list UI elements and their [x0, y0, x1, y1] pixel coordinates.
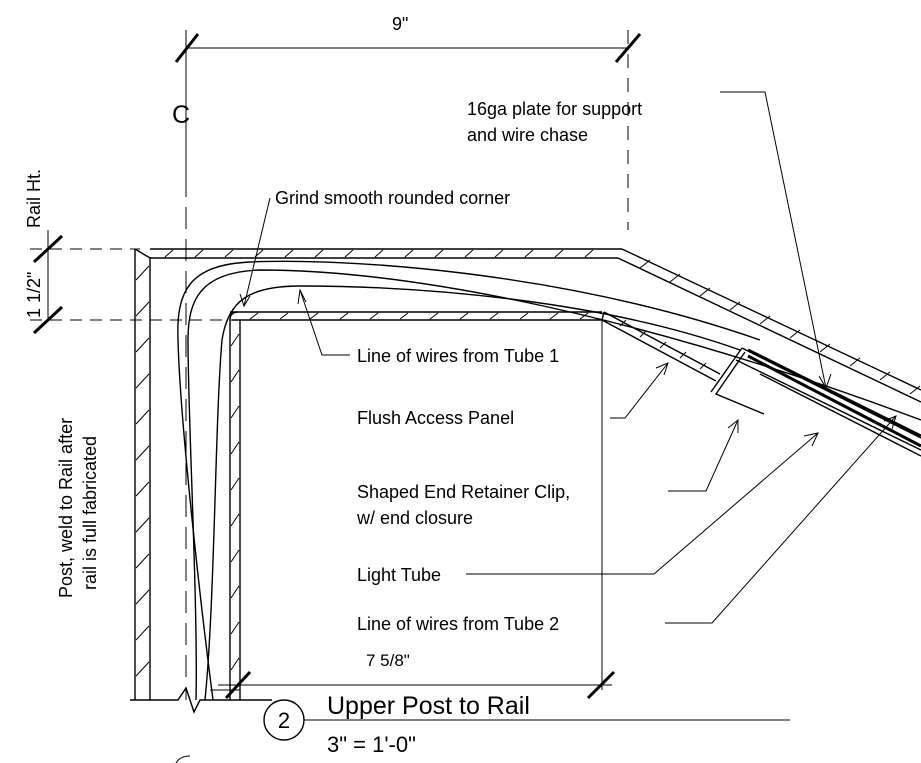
dimension-rail-height: Rail Ht. 1 1/2"	[24, 169, 232, 335]
callout-light-tube: Light Tube	[357, 565, 441, 585]
callout-wires-tube2: Line of wires from Tube 2	[357, 614, 559, 634]
detail-scale: 3" = 1'-0"	[327, 732, 416, 757]
callout-access-panel: Flush Access Panel	[357, 408, 514, 428]
centerline-symbol: C	[172, 101, 190, 129]
rail-ht-label: Rail Ht.	[24, 169, 44, 228]
detail-title: Upper Post to Rail	[327, 692, 530, 720]
dim-bottom-label: 7 5/8"	[366, 651, 410, 670]
post	[130, 248, 272, 714]
callout-wires-tube1: Line of wires from Tube 1	[357, 346, 559, 366]
wires	[177, 260, 921, 701]
light-tube	[747, 354, 921, 457]
callout-plate-line2: and wire chase	[467, 125, 588, 145]
callout-clip-line1: Shaped End Retainer Clip,	[357, 482, 570, 502]
side-dim-label: 1 1/2"	[24, 272, 44, 318]
callout-clip-line2: w/ end closure	[356, 508, 473, 528]
callout-post-line1: Post, weld to Rail after	[56, 418, 76, 598]
rail	[150, 248, 921, 690]
dimension-7-5-8in: 7 5/8"	[218, 651, 616, 700]
dimension-9in: 9"	[174, 14, 642, 230]
detail-number: 2	[278, 708, 290, 733]
title-block: 2 Upper Post to Rail 3" = 1'-0"	[175, 692, 790, 763]
support-plate	[747, 348, 921, 438]
dim-top-label: 9"	[392, 14, 408, 34]
callout-grind: Grind smooth rounded corner	[275, 188, 510, 208]
callout-post-line2: rail is full fabricated	[80, 436, 100, 590]
centerline: C	[172, 98, 190, 700]
callout-plate-line1: 16ga plate for support	[467, 99, 642, 119]
access-panel	[601, 311, 721, 382]
leaders	[239, 91, 897, 624]
